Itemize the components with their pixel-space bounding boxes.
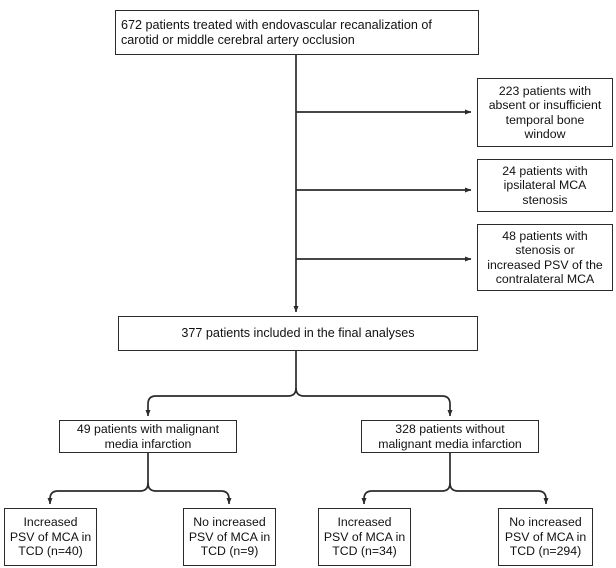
- edge-non-malignant-to-leaf-4: [449, 482, 549, 505]
- node-without-malignant-media-infarction: 328 patients without malignant media inf…: [361, 420, 539, 453]
- node-included-label: 377 patients included in the final analy…: [181, 326, 415, 341]
- node-leaf-2-label: No increased PSV of MCA in TCD (n=9): [188, 515, 271, 559]
- node-leaf-1-label: Increased PSV of MCA in TCD (n=40): [9, 515, 92, 559]
- node-leaf-3-label: Increased PSV of MCA in TCD (n=34): [323, 515, 406, 559]
- node-excluded-3-label: 48 patients with stenosis or increased P…: [487, 228, 603, 287]
- node-excluded-2-label: 24 patients with ipsilateral MCA stenosi…: [502, 163, 588, 207]
- edge-included-to-malignant: [145, 387, 297, 417]
- node-included-final-analyses: 377 patients included in the final analy…: [118, 316, 478, 351]
- node-leaf-increased-psv-malignant: Increased PSV of MCA in TCD (n=40): [4, 508, 97, 566]
- edge-malignant-to-leaf-1: [47, 482, 149, 505]
- node-leaf-no-increased-psv-malignant: No increased PSV of MCA in TCD (n=9): [183, 508, 276, 566]
- node-malignant-media-infarction: 49 patients with malignant media infarct…: [59, 420, 237, 453]
- node-cohort: 672 patients treated with endovascular r…: [115, 10, 479, 55]
- node-excluded-temporal-bone-window: 223 patients with absent or insufficient…: [477, 78, 613, 147]
- edge-non-malignant-to-leaf-3: [361, 482, 451, 505]
- node-cohort-label: 672 patients treated with endovascular r…: [121, 17, 432, 47]
- edge-malignant-to-leaf-2: [147, 482, 232, 505]
- node-excluded-1-label: 223 patients with absent or insufficient…: [488, 83, 602, 142]
- node-leaf-4-label: No increased PSV of MCA in TCD (n=294): [504, 515, 587, 559]
- node-leaf-no-increased-psv-non-malignant: No increased PSV of MCA in TCD (n=294): [498, 508, 593, 566]
- node-malignant-label: 49 patients with malignant media infarct…: [76, 422, 220, 451]
- node-non-malignant-label: 328 patients without malignant media inf…: [378, 422, 522, 451]
- node-leaf-increased-psv-non-malignant: Increased PSV of MCA in TCD (n=34): [318, 508, 411, 566]
- node-excluded-ipsilateral-mca-stenosis: 24 patients with ipsilateral MCA stenosi…: [477, 159, 613, 212]
- node-excluded-contralateral-mca: 48 patients with stenosis or increased P…: [477, 224, 613, 291]
- edge-included-to-non-malignant: [295, 387, 453, 417]
